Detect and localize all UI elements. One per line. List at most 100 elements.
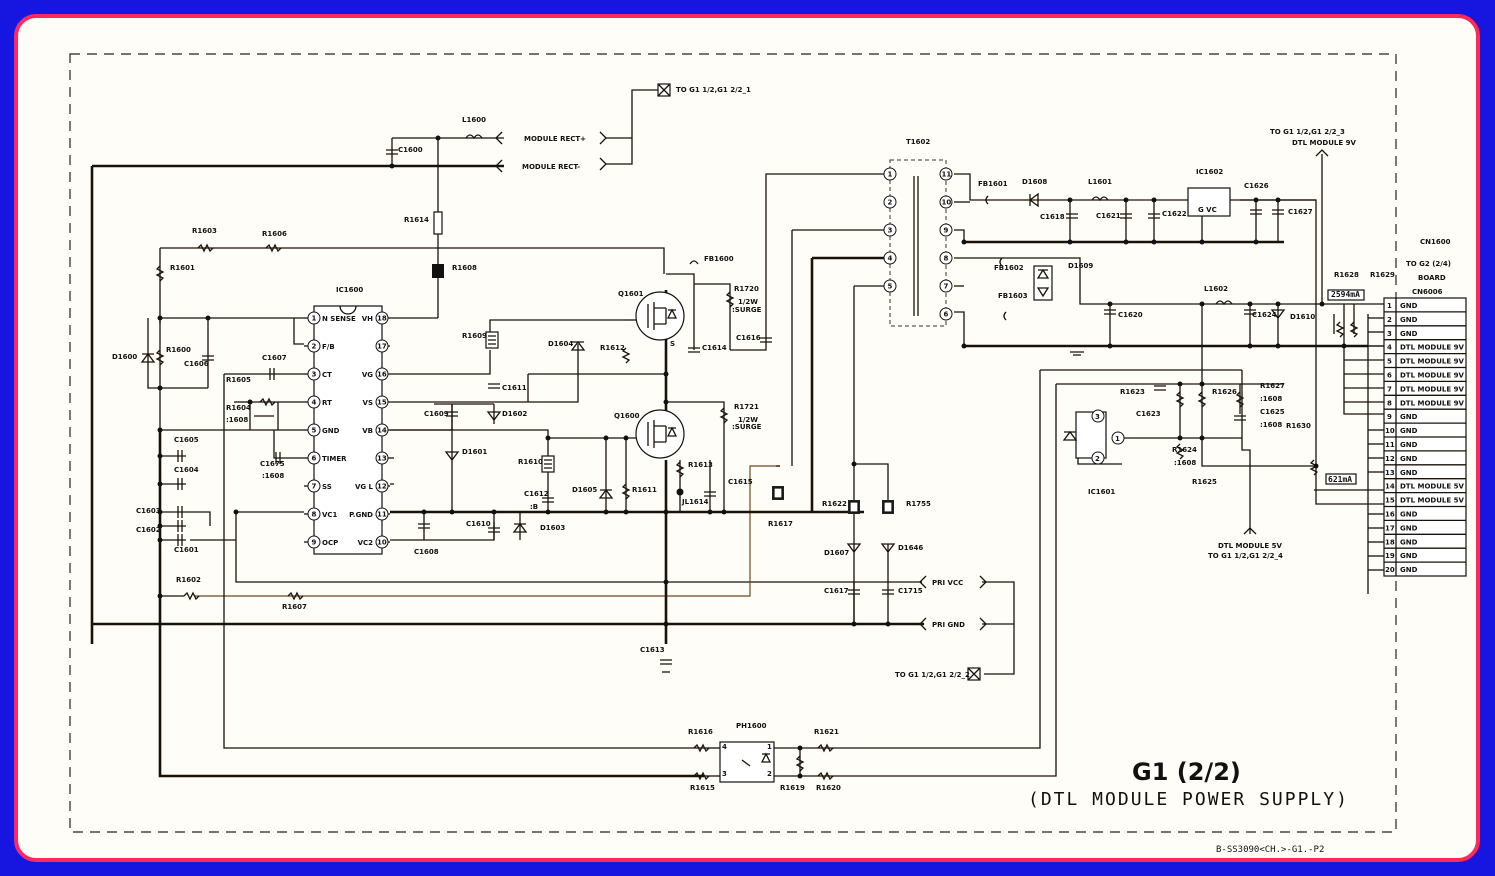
cn1600-pin-label: DTL MODULE 5V bbox=[1400, 483, 1464, 491]
label-r1600: R1600 bbox=[166, 346, 191, 354]
cn1600-pin-label: GND bbox=[1400, 441, 1418, 449]
cn1600-pin-number: 6 bbox=[1387, 372, 1392, 380]
label-d1607: D1607 bbox=[824, 549, 849, 557]
ph1600-pin-1: 1 bbox=[767, 743, 772, 751]
label-r1627b: :1608 bbox=[1260, 395, 1282, 403]
r1721-rating: 1/2W bbox=[738, 416, 758, 424]
ic1602-pins: G VC bbox=[1198, 206, 1217, 214]
label-c1612b: :B bbox=[530, 503, 538, 511]
t1602-pin-circle bbox=[939, 223, 953, 237]
ic1600-pin-circle bbox=[307, 311, 321, 325]
label-r1624b: :1608 bbox=[1174, 459, 1196, 467]
ic1601-pin-2: 2 bbox=[1095, 455, 1100, 463]
ic1600-pin-label: P.GND bbox=[349, 511, 373, 519]
label-c1609: C1609 bbox=[424, 410, 449, 418]
label-d1605: D1605 bbox=[572, 486, 597, 494]
cn1600-pin-number: 3 bbox=[1387, 330, 1392, 338]
label-d1608: D1608 bbox=[1022, 178, 1047, 186]
ic1600-pin-circle bbox=[307, 451, 321, 465]
label-r1601: R1601 bbox=[170, 264, 195, 272]
label-r1615: R1615 bbox=[690, 784, 715, 792]
cn1600-pin-label: GND bbox=[1400, 566, 1418, 574]
label-fb1601: FB1601 bbox=[978, 180, 1008, 188]
t1602-pin-circle bbox=[883, 167, 897, 181]
sheet-border bbox=[69, 53, 1397, 833]
cn1600-pin-label: DTL MODULE 9V bbox=[1400, 399, 1464, 407]
cn1600-pin-number: 19 bbox=[1385, 552, 1395, 560]
t1602-pin-circle bbox=[939, 195, 953, 209]
label-r1620: R1620 bbox=[816, 784, 841, 792]
cn1600-pin-number: 8 bbox=[1387, 399, 1392, 407]
cn1600-pin-label: GND bbox=[1400, 552, 1418, 560]
cn1600-pin-label: GND bbox=[1400, 427, 1418, 435]
ic1600-pin-label: F/B bbox=[322, 343, 335, 351]
label-c1626: C1626 bbox=[1244, 182, 1269, 190]
pri-gnd-label: PRI GND bbox=[932, 621, 965, 629]
label-c1625: C1625 bbox=[1260, 408, 1285, 416]
label-c1613: C1613 bbox=[640, 646, 665, 654]
ic1600-pin-circle bbox=[307, 507, 321, 521]
cn1600-pin-number: 1 bbox=[1387, 302, 1392, 310]
t1602-pin-number: 2 bbox=[888, 199, 893, 207]
ic1600-pin-label: SS bbox=[322, 483, 332, 491]
ic1601-pin-3: 3 bbox=[1095, 413, 1100, 421]
ic1600-pin-circle bbox=[307, 423, 321, 437]
cn1600-pin-number: 16 bbox=[1385, 511, 1395, 519]
cn1600-pin-label: GND bbox=[1400, 524, 1418, 532]
ic1600-pin-number: 2 bbox=[312, 343, 317, 351]
cn1600-pin-number: 7 bbox=[1387, 385, 1392, 393]
label-c1607: C1607 bbox=[262, 354, 287, 362]
cn1600-pin-number: 5 bbox=[1387, 358, 1392, 366]
cn1600-board: BOARD bbox=[1418, 274, 1446, 282]
q1601-name: Q1601 bbox=[618, 290, 644, 298]
ic1600-pin-circle bbox=[375, 395, 389, 409]
label-r1602: R1602 bbox=[176, 576, 201, 584]
r1720-surge: :SURGE bbox=[732, 306, 762, 314]
label-r1607: R1607 bbox=[282, 603, 307, 611]
ic1600-pin-number: 5 bbox=[312, 427, 317, 435]
label-c1602: C1602 bbox=[136, 526, 161, 534]
label-r1755: R1755 bbox=[906, 500, 931, 508]
label-d1604: D1604 bbox=[548, 340, 573, 348]
ic1600-pin-number: 6 bbox=[312, 455, 317, 463]
label-fb1600: FB1600 bbox=[704, 255, 734, 263]
ic1600-pin-label: N SENSE bbox=[322, 315, 356, 323]
ic1600-pin-number: 9 bbox=[312, 539, 317, 547]
ph1600-pin-3: 3 bbox=[722, 770, 727, 778]
ic1600-pin-number: 8 bbox=[312, 511, 317, 519]
label-r1630: R1630 bbox=[1286, 422, 1311, 430]
label-d1610: D1610 bbox=[1290, 313, 1315, 321]
label-d1601: D1601 bbox=[462, 448, 487, 456]
t1602-pin-number: 3 bbox=[888, 227, 893, 235]
cn1600-pin-label: DTL MODULE 9V bbox=[1400, 372, 1464, 380]
cn1600-pin-label: DTL MODULE 5V bbox=[1400, 497, 1464, 505]
cn1600-pin-number: 11 bbox=[1385, 441, 1395, 449]
ic1600-pin-circle bbox=[307, 339, 321, 353]
ic1600-pin-number: 16 bbox=[377, 371, 387, 379]
dtl5v-net-label: DTL MODULE 5V bbox=[1218, 542, 1282, 550]
label-c1611: C1611 bbox=[502, 384, 527, 392]
ic1600-pin-label: OCP bbox=[322, 539, 338, 547]
label-c1610: C1610 bbox=[466, 520, 491, 528]
module-rect-minus-label: MODULE RECT- bbox=[522, 163, 580, 171]
t1602-pin-circle bbox=[939, 167, 953, 181]
label-c1625b: :1608 bbox=[1260, 421, 1282, 429]
ic1600-pin-circle bbox=[375, 423, 389, 437]
port-bottom-label: TO G1 1/2,G1 2/2_2 bbox=[895, 671, 970, 679]
ic1600-pin-label: VB bbox=[362, 427, 373, 435]
cn1600-pin-label: GND bbox=[1400, 511, 1418, 519]
cn1600-pin-number: 4 bbox=[1387, 344, 1392, 352]
cn1600-pin-number: 18 bbox=[1385, 538, 1395, 546]
label-r1619: R1619 bbox=[780, 784, 805, 792]
label-r1610: R1610 bbox=[518, 458, 543, 466]
dtl9v-dest-label: TO G1 1/2,G1 2/2_3 bbox=[1270, 128, 1345, 136]
label-c1604: C1604 bbox=[174, 466, 199, 474]
ic1600-pin-circle bbox=[307, 535, 321, 549]
label-c1606: C1606 bbox=[184, 360, 209, 368]
label-l1601: L1601 bbox=[1088, 178, 1112, 186]
ic1600-pin-number: 7 bbox=[312, 483, 317, 491]
sheet-subtitle: (DTL MODULE POWER SUPPLY) bbox=[1028, 789, 1349, 810]
